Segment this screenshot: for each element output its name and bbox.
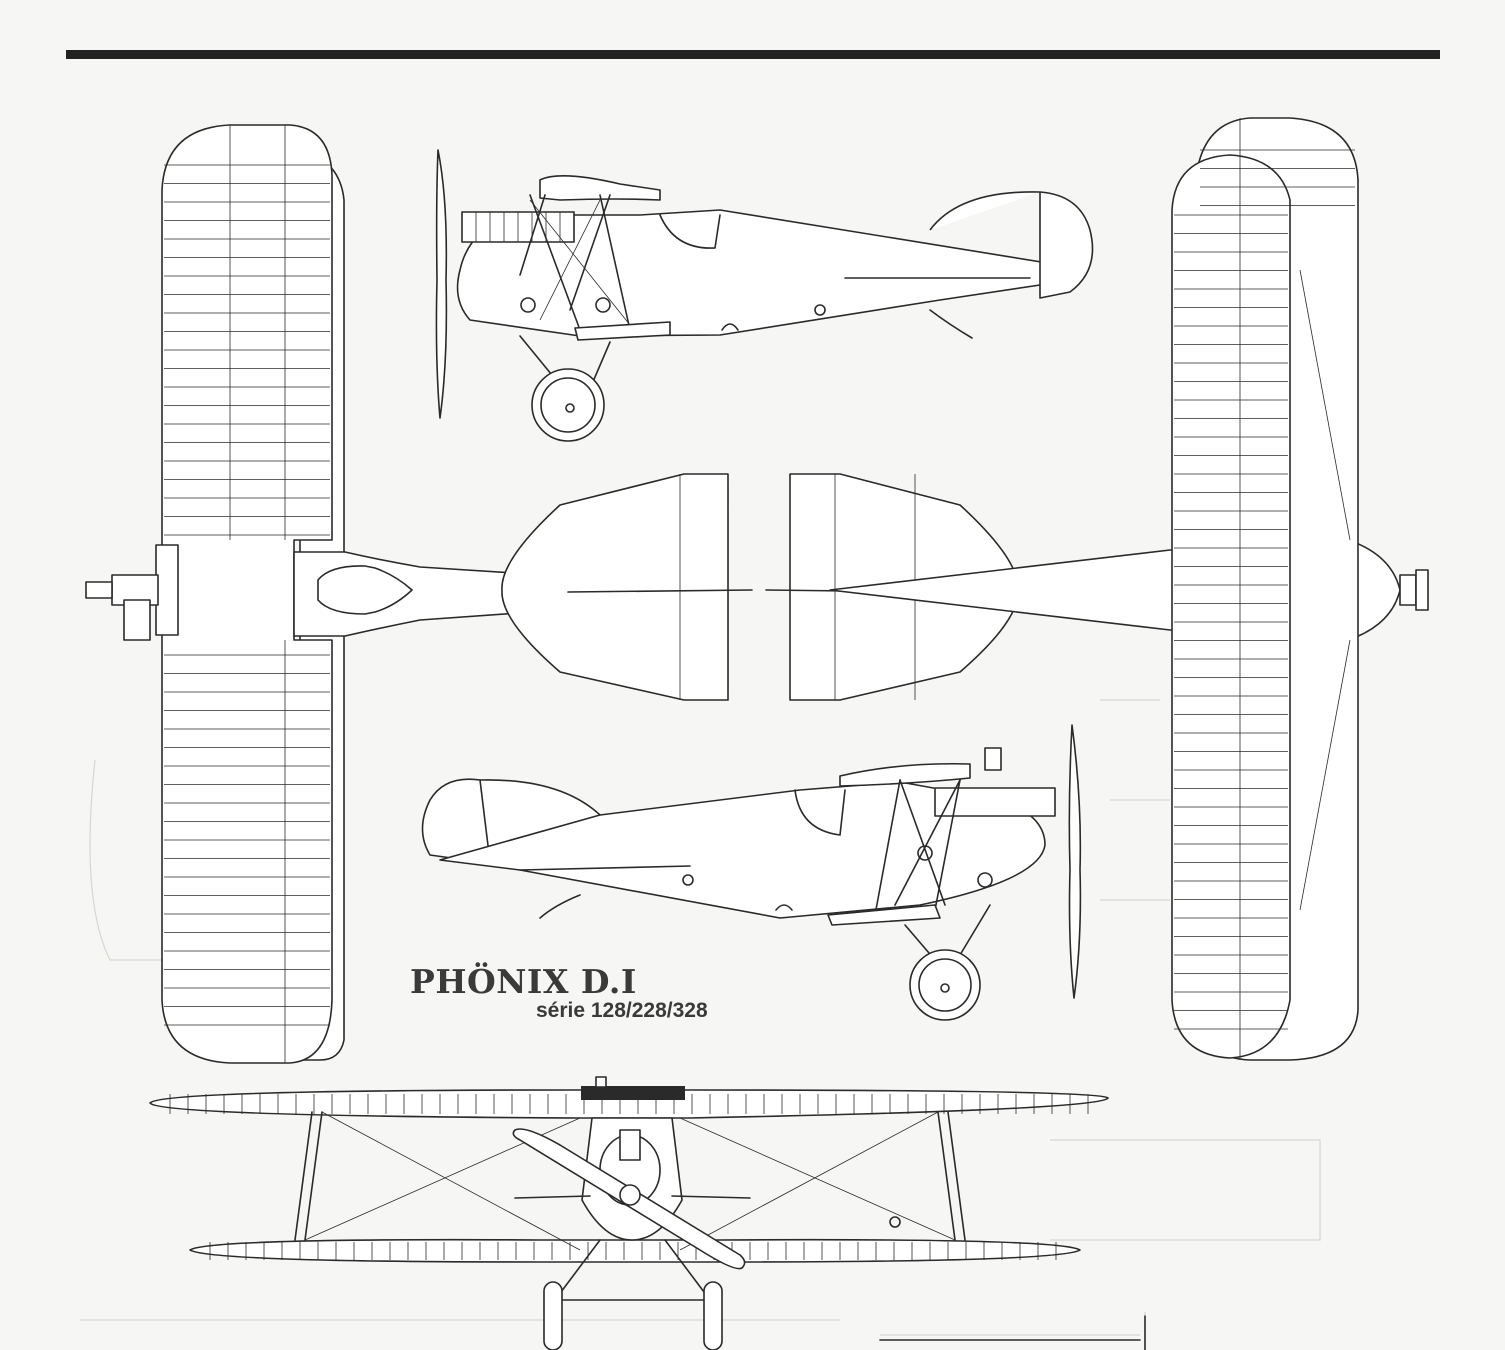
aircraft-title: PHÖNIX D.I — [410, 962, 637, 1001]
header-bar — [66, 50, 1440, 59]
title-block: PHÖNIX D.I série 128/228/328 — [410, 962, 830, 1023]
side-view-lower — [421, 724, 1082, 1021]
side-view-upper — [435, 149, 1094, 442]
aircraft-series: série 128/228/328 — [536, 999, 708, 1022]
left-wing-plan — [85, 124, 345, 1064]
frame-corner — [879, 1315, 1146, 1350]
front-view — [149, 1076, 1109, 1350]
right-wing-plan — [1171, 117, 1359, 1061]
